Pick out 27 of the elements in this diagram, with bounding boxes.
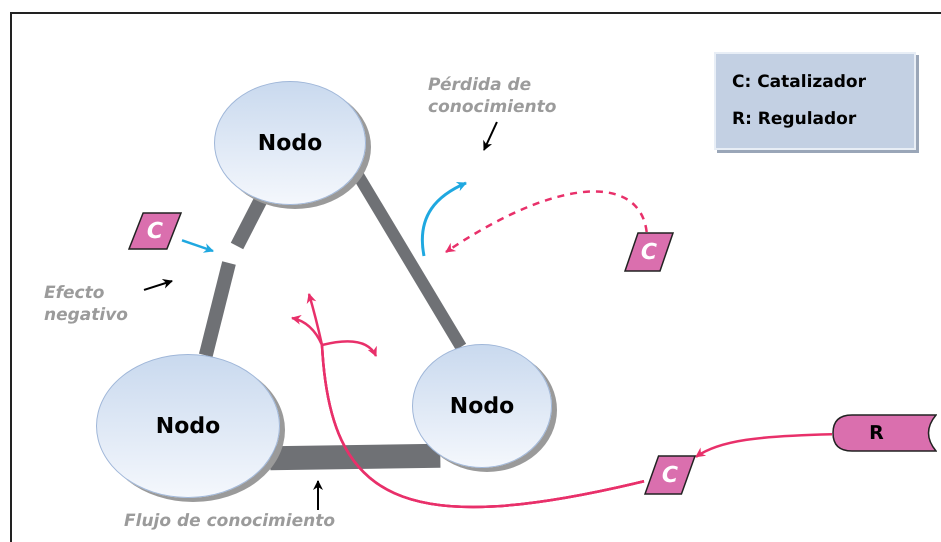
annotation-text: Pérdida de conocimiento <box>428 74 558 118</box>
catalyst-parallelogram <box>644 455 696 495</box>
node-label: C <box>662 462 678 490</box>
link-bar <box>230 196 267 250</box>
key-text: R: Regulador <box>732 108 858 131</box>
node-label: Nodo <box>156 412 220 440</box>
link-bar <box>270 444 440 470</box>
node-label: Nodo <box>450 392 514 420</box>
key-box <box>714 52 916 150</box>
node-label: Nodo <box>258 130 322 158</box>
leader-line <box>144 278 173 291</box>
leader-line <box>313 480 323 510</box>
catalyst-parallelogram <box>128 212 182 250</box>
annotation-text: Efecto negativo <box>44 282 129 326</box>
leader-line <box>483 122 498 151</box>
arrow <box>320 340 644 508</box>
arrow <box>695 433 832 458</box>
link-bar <box>198 261 236 358</box>
key-text: C: Catalizador <box>732 70 867 94</box>
node-label: C <box>640 238 658 266</box>
arrow <box>182 239 214 253</box>
node-label: C <box>146 218 164 246</box>
annotation-text: Flujo de conocimiento <box>124 510 336 532</box>
arrow <box>445 190 648 254</box>
node-label: R <box>869 420 885 446</box>
catalyst-parallelogram <box>624 232 674 272</box>
regulator-shape <box>832 414 937 452</box>
